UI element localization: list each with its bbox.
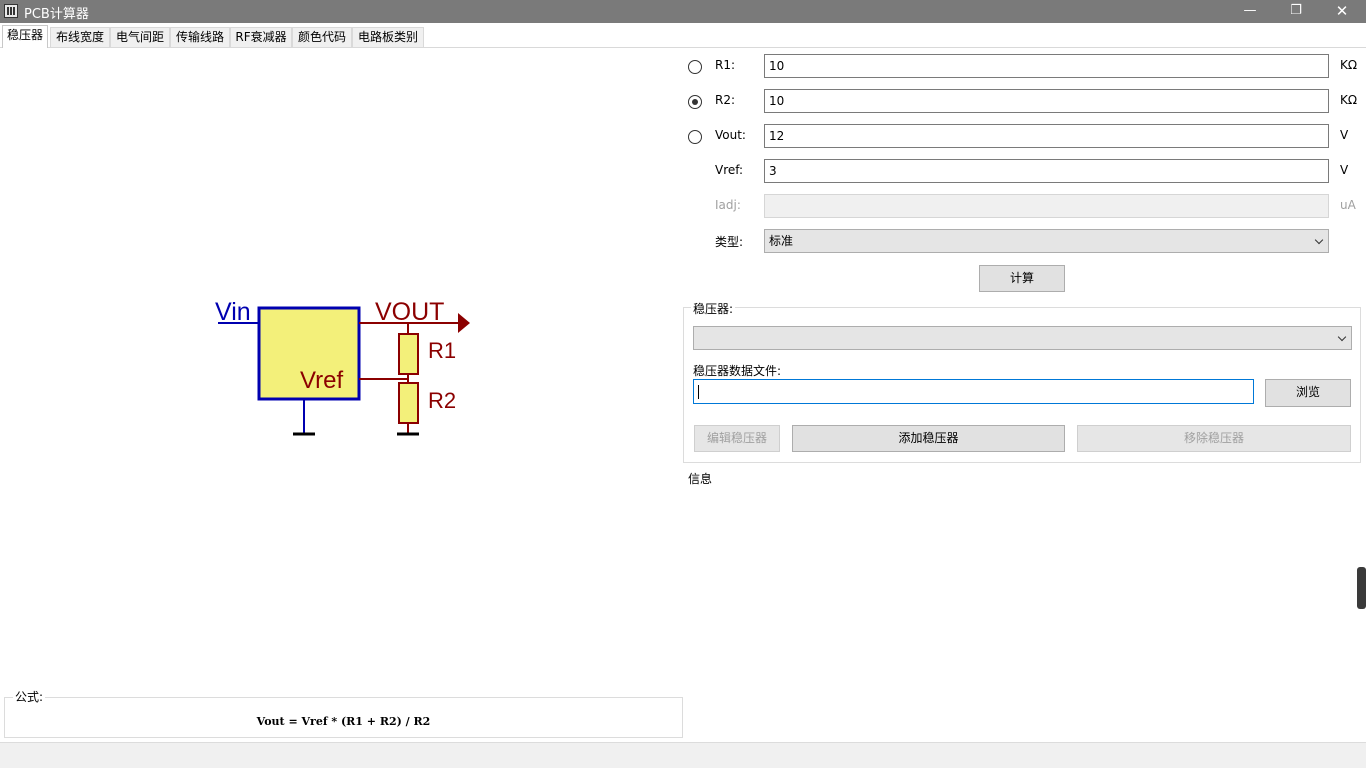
vref-label: Vref: [300, 367, 343, 394]
datafile-label: 稳压器数据文件:: [693, 364, 782, 378]
app-icon: [4, 4, 18, 18]
regulator-schematic: Vin Vref VOUT R1 R2: [215, 298, 470, 436]
tab-board-class[interactable]: 电路板类别: [352, 27, 424, 47]
formula-legend: 公式:: [13, 688, 46, 705]
r1-radio[interactable]: [688, 60, 702, 74]
minimize-icon[interactable]: —: [1243, 3, 1257, 18]
tab-color-code[interactable]: 颜色代码: [292, 27, 352, 47]
edit-regulator-button: 编辑稳压器: [694, 425, 780, 452]
calculate-button[interactable]: 计算: [979, 265, 1065, 292]
r1-input[interactable]: 10: [764, 54, 1329, 78]
type-select-value: 标准: [769, 234, 794, 248]
vin-label: Vin: [215, 298, 251, 326]
vref-unit: V: [1340, 163, 1349, 177]
r2-input[interactable]: 10: [764, 89, 1329, 113]
regulator-select[interactable]: [693, 326, 1352, 350]
vout-label: VOUT: [375, 298, 444, 326]
title-bar: PCB计算器 — ❐ ✕: [0, 0, 1366, 23]
status-bar: [0, 742, 1366, 768]
tab-divider: [0, 47, 1366, 48]
text-caret: [698, 385, 699, 399]
formula-text: Vout = Vref * (R1 + R2) / R2: [256, 715, 431, 728]
datafile-input[interactable]: [693, 379, 1254, 404]
r2-resistor: [398, 382, 419, 424]
vref-input[interactable]: 3: [764, 159, 1329, 183]
vout-arrow: [458, 313, 470, 333]
r1-unit: KΩ: [1340, 58, 1358, 72]
vout-input[interactable]: 12: [764, 124, 1329, 148]
scrollbar-thumb[interactable]: [1357, 567, 1366, 609]
chevron-down-icon: [1314, 235, 1324, 245]
info-label: 信息: [688, 472, 713, 486]
tab-regulator[interactable]: 稳压器: [2, 25, 48, 48]
remove-regulator-button: 移除稳压器: [1077, 425, 1351, 452]
r1-label: R1:: [715, 58, 736, 72]
regulator-legend: 稳压器:: [691, 300, 736, 317]
r2-radio[interactable]: [688, 95, 702, 109]
r2-label: R2: [428, 388, 456, 413]
vout-label: Vout:: [715, 128, 746, 142]
iadj-unit: uA: [1340, 198, 1356, 212]
window-title: PCB计算器: [24, 7, 89, 22]
vref-label: Vref:: [715, 163, 744, 177]
vout-radio[interactable]: [688, 130, 702, 144]
tab-track-width[interactable]: 布线宽度: [50, 27, 110, 47]
close-icon[interactable]: ✕: [1335, 2, 1349, 20]
add-regulator-button[interactable]: 添加稳压器: [792, 425, 1065, 452]
r1-label: R1: [428, 338, 456, 363]
tab-transmission-lines[interactable]: 传输线路: [170, 27, 230, 47]
regulator-box: [257, 306, 361, 401]
tab-electrical-spacing[interactable]: 电气间距: [110, 27, 170, 47]
r2-label: R2:: [715, 93, 736, 107]
iadj-input: [764, 194, 1329, 218]
browse-button[interactable]: 浏览: [1265, 379, 1351, 407]
formula-group: 公式: Vout = Vref * (R1 + R2) / R2: [4, 688, 683, 738]
iadj-label: Iadj:: [715, 198, 741, 212]
regulator-group: [683, 307, 1361, 463]
type-label: 类型:: [715, 235, 744, 249]
restore-icon[interactable]: ❐: [1290, 3, 1302, 18]
type-select[interactable]: 标准: [764, 229, 1329, 253]
tab-rf-attenuator[interactable]: RF衰减器: [230, 27, 292, 47]
vout-unit: V: [1340, 128, 1349, 142]
chevron-down-icon: [1337, 332, 1347, 342]
r2-unit: KΩ: [1340, 93, 1358, 107]
r1-resistor: [398, 333, 419, 375]
